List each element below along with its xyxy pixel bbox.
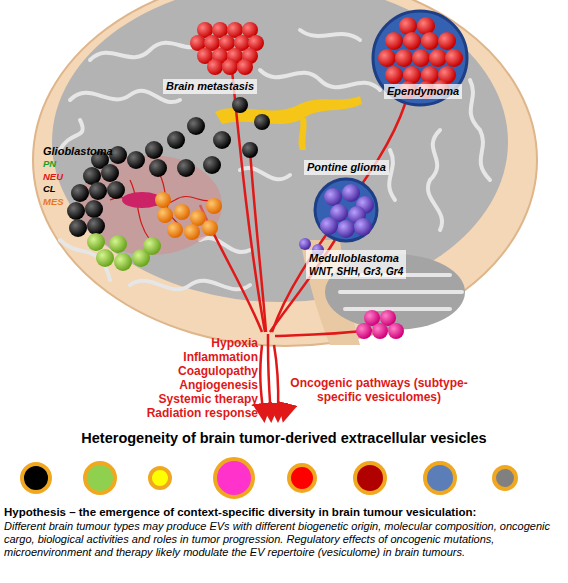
extracellular-vesicles — [22, 459, 516, 497]
tumor-label: Glioblastoma — [43, 144, 113, 158]
cerebrum — [52, 0, 508, 302]
ventricle — [299, 118, 307, 150]
pontine-glioma-cells — [299, 184, 374, 256]
tumor-label-box: MedulloblastomaWNT, SHH, Gr3, Gr4 — [306, 250, 406, 279]
factor-label: Hypoxia — [130, 336, 258, 350]
ependymoma-cells — [378, 17, 463, 99]
factor-label: Angiogenesis — [130, 378, 258, 392]
factor-label: Systemic therapy — [110, 392, 258, 406]
factor-label: Inflammation — [130, 350, 258, 364]
tumor-label: Pontine glioma — [307, 161, 386, 174]
brain-metastasis-cells — [190, 22, 264, 75]
tumor-label: WNT, SHH, Gr3, Gr4 — [309, 265, 403, 278]
ependymoma-capsule — [373, 11, 467, 105]
glioblastoma-cells — [67, 97, 270, 237]
tumor-label: CL — [43, 183, 113, 196]
tumor-label: Ependymoma — [387, 85, 459, 98]
tumor-label: MES — [43, 196, 113, 209]
tumor-label: NEU — [43, 171, 113, 184]
glioblastoma-pn-cells — [87, 233, 161, 271]
pontine-capsule — [315, 179, 377, 241]
factor-label: Coagulopathy — [130, 364, 258, 378]
tumor-label-box: Pontine glioma — [304, 160, 389, 175]
glioblastoma-mes-cells — [155, 192, 222, 240]
medulloblastoma-cells — [356, 310, 404, 339]
tumor-label-box: Brain metastasis — [163, 79, 257, 94]
tumor-vessels — [110, 175, 215, 240]
tumor-label: Medulloblastoma — [309, 251, 403, 265]
hypothesis-heading: Hypothesis – the emergence of context-sp… — [4, 505, 566, 519]
title: Heterogeneity of brain tumor-derived ext… — [0, 430, 568, 447]
pathway-label: Oncogenic pathways (subtype-specific ves… — [284, 376, 474, 404]
glioblastoma-mass — [78, 155, 222, 255]
tumor-label-box: Ependymoma — [384, 84, 462, 99]
tumor-label: PN — [43, 158, 113, 171]
head-outline — [33, 0, 537, 346]
tumor-label-box: GlioblastomaPNNEUCLMES — [40, 143, 116, 209]
caption: Different brain tumour types may produce… — [4, 520, 564, 559]
gyri — [60, 30, 490, 309]
factor-label: Radiation response — [110, 406, 258, 420]
tumor-label: Brain metastasis — [166, 80, 254, 93]
